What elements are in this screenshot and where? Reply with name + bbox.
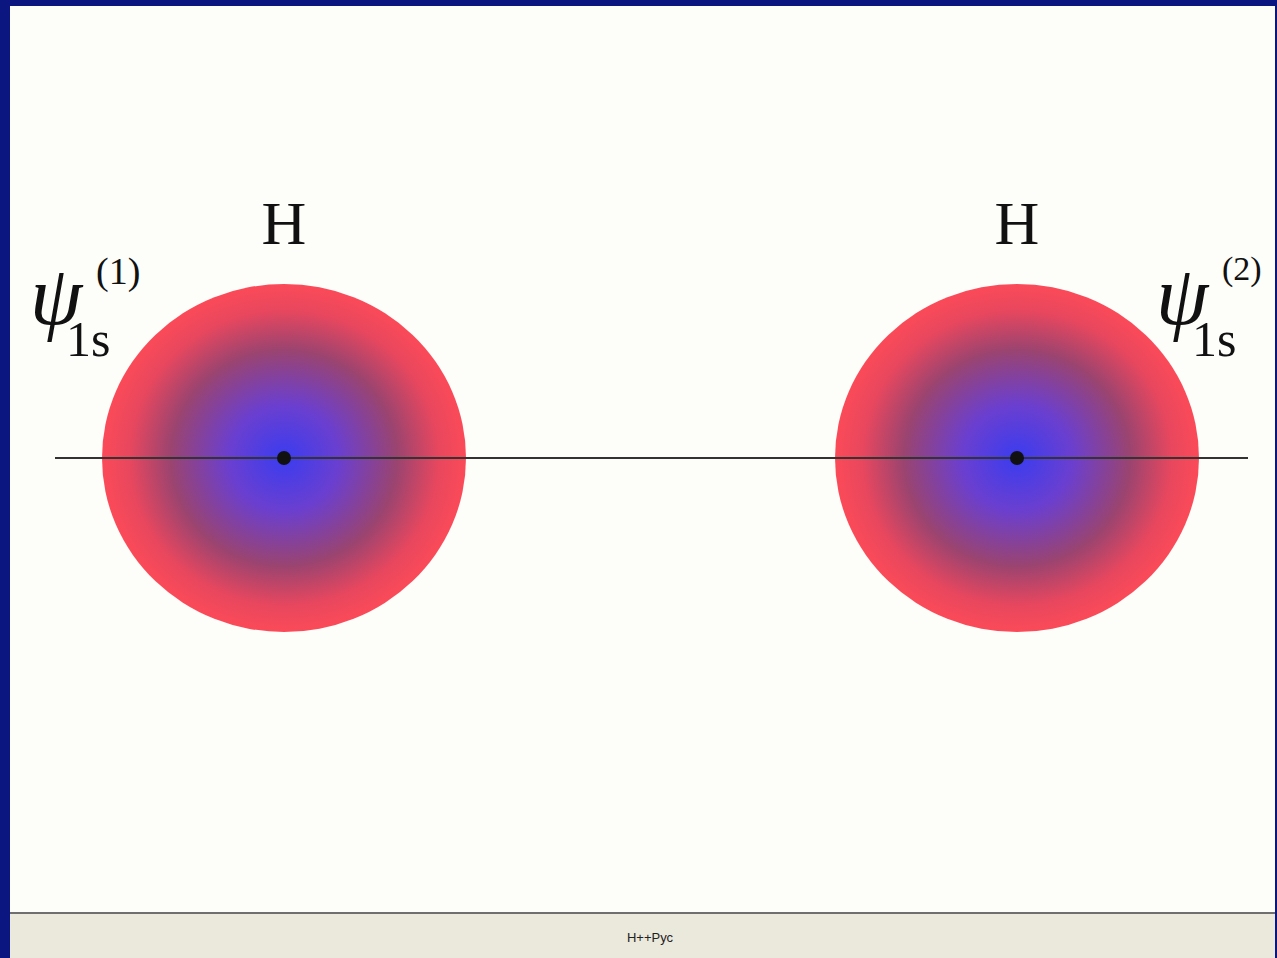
atom-label: H (262, 192, 307, 254)
nucleus-dot (1010, 451, 1024, 465)
orbital-illustration (10, 6, 1275, 958)
nucleus-dot (277, 451, 291, 465)
status-text: H++Рус (627, 931, 673, 944)
superscript-index: (1) (96, 252, 140, 290)
connector-layer (10, 6, 1275, 958)
superscript-index: (2) (1222, 252, 1262, 286)
atom-circle: H (835, 284, 1199, 632)
axis-line (835, 457, 1248, 459)
axis-connector (466, 457, 835, 459)
axis-line (55, 457, 466, 459)
orbital-subscript: 1s (66, 314, 110, 364)
atom-label: H (995, 192, 1040, 254)
atom-circle: H (102, 284, 466, 632)
status-bar: H++Рус (10, 912, 1275, 958)
slide: H++Рус HHψ(1)1sψ(2)1s (10, 6, 1275, 958)
orbital-subscript: 1s (1192, 314, 1236, 364)
